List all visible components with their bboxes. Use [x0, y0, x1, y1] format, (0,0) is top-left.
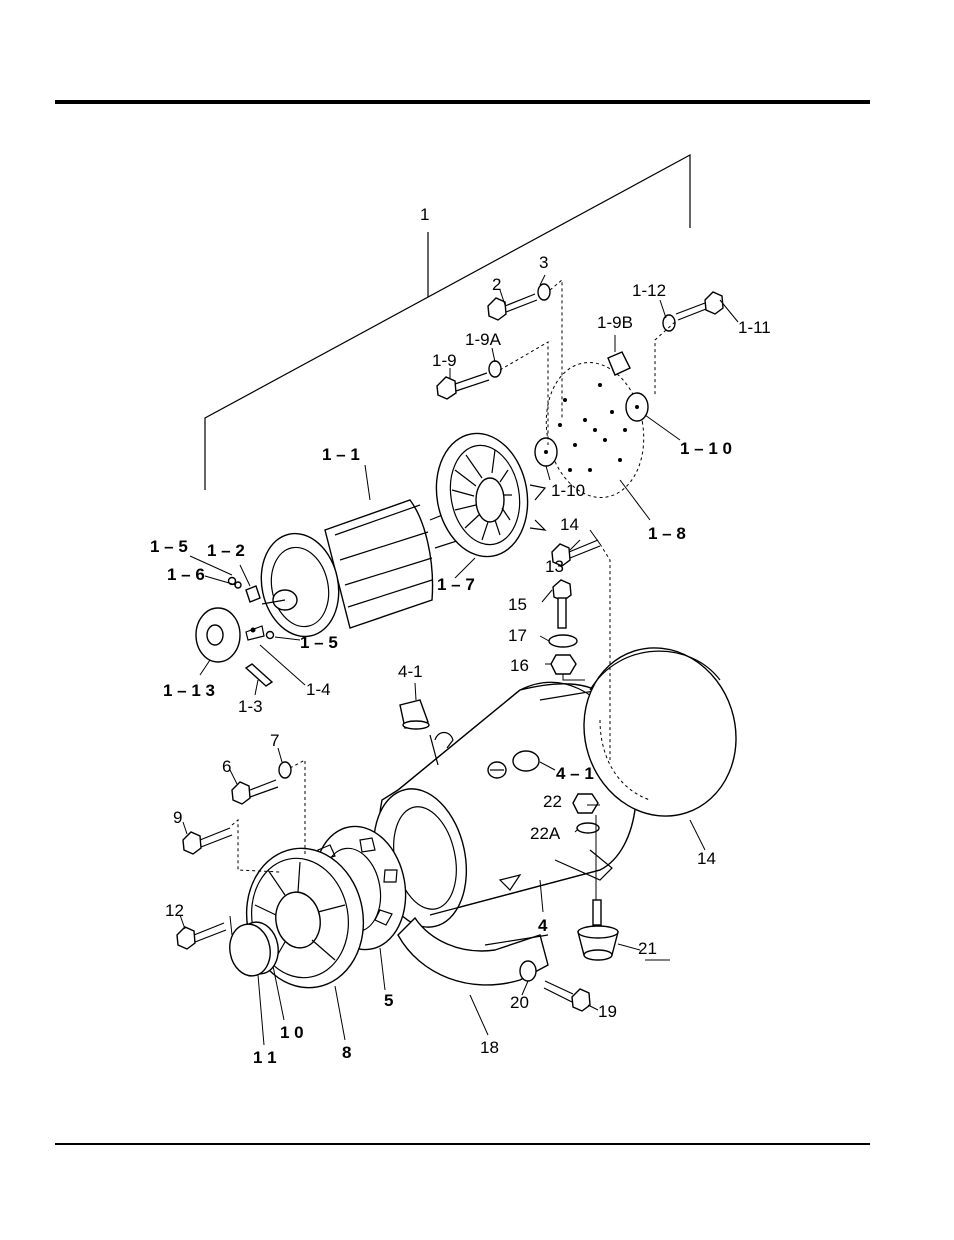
callout-1-9b: 1-9B	[597, 313, 633, 332]
callout-12: 12	[165, 901, 184, 920]
bolt-part-2	[488, 294, 537, 320]
callout-17: 17	[508, 626, 527, 645]
washer-part-20	[520, 961, 536, 981]
callout-3: 3	[539, 253, 548, 272]
pin-part-1-3	[246, 664, 272, 686]
cap-part-4-1-upper	[400, 700, 429, 729]
callout-16: 16	[510, 656, 529, 675]
nut-part-16	[551, 655, 576, 674]
callout-8: 8	[342, 1043, 351, 1062]
callout-1-8: 1 – 8	[648, 524, 686, 543]
callout-1-11: 1-11	[738, 318, 771, 337]
fan-part-1-7	[427, 426, 545, 564]
callout-9: 9	[173, 808, 182, 827]
callout-1-10-left: 1-10	[551, 481, 585, 500]
callout-1: 1	[420, 205, 429, 224]
spacer-part-1-10-left	[535, 438, 557, 466]
top-rule	[55, 100, 870, 104]
callout-1-6: 1 – 6	[167, 565, 205, 584]
callout-2: 2	[492, 275, 501, 294]
mount-part-21	[578, 900, 618, 960]
callout-19: 19	[598, 1002, 617, 1021]
screw-part-1-5-lower	[267, 632, 274, 639]
callout-15: 15	[508, 595, 527, 614]
callout-1-10-right: 1 – 1 0	[680, 439, 732, 458]
rotor-part-1-1	[252, 500, 460, 644]
bolt-part-1-9	[437, 373, 489, 399]
plate-part-1-9b	[608, 352, 630, 375]
callout-1-1: 1 – 1	[322, 445, 360, 464]
callout-1-5-lower: 1 – 5	[300, 633, 338, 652]
washer-part-7	[279, 762, 291, 778]
callout-22: 22	[543, 792, 562, 811]
callout-18: 18	[480, 1038, 499, 1057]
callout-1-5-upper: 1 – 5	[150, 537, 188, 556]
bolt-part-6	[232, 780, 278, 804]
bolt-part-15	[553, 580, 571, 628]
callout-4: 4	[538, 916, 548, 935]
callout-1-13: 1 – 1 3	[163, 681, 215, 700]
clip-part-1-4	[246, 626, 264, 640]
callout-20: 20	[510, 993, 529, 1012]
callout-1-2: 1 – 2	[207, 541, 245, 560]
washer-part-17	[549, 635, 577, 647]
callout-14-upper: 14	[560, 515, 579, 534]
washer-part-3	[538, 284, 550, 300]
callout-1-12: 1-12	[632, 281, 666, 300]
bottom-rule	[55, 1143, 870, 1145]
callout-7: 7	[270, 731, 279, 750]
nut-part-22	[573, 794, 598, 813]
callout-22a: 22A	[530, 824, 561, 843]
callout-1-4: 1-4	[306, 680, 331, 699]
callout-14-lower: 14	[697, 849, 716, 868]
bolt-part-9	[183, 828, 232, 854]
callout-13: 13	[545, 557, 564, 576]
bolt-part-1-11	[676, 292, 723, 320]
callout-1-9a: 1-9A	[465, 330, 502, 349]
callout-4-1-upper: 4-1	[398, 662, 423, 681]
bearing-part-1-13	[196, 608, 240, 662]
callout-1-3: 1-3	[238, 697, 263, 716]
washer-part-1-9a	[489, 361, 501, 377]
callout-21: 21	[638, 939, 657, 958]
callout-10: 1 0	[280, 1023, 304, 1042]
brush-holder-part-1-2	[246, 586, 260, 602]
callout-1-9: 1-9	[432, 351, 457, 370]
bolt-part-19	[544, 981, 590, 1011]
callout-4-1-lower: 4 – 1	[556, 764, 594, 783]
callout-5: 5	[384, 991, 393, 1010]
callout-1-7: 1 – 7	[437, 575, 475, 594]
spacer-part-1-10-right	[626, 393, 648, 421]
callout-11: 1 1	[253, 1048, 277, 1067]
callout-6: 6	[222, 757, 231, 776]
